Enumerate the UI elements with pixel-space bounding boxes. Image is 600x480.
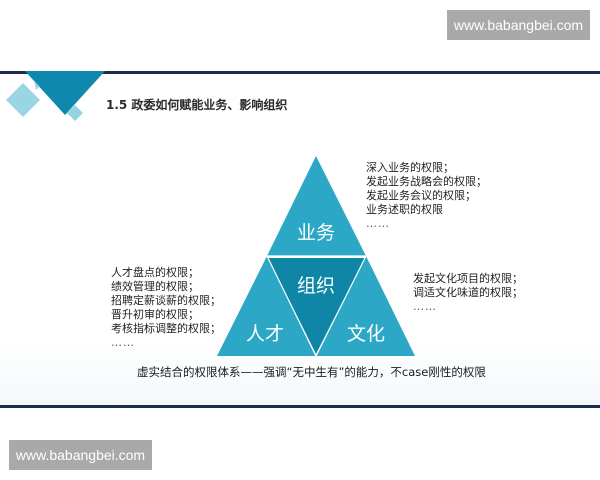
list-item: 绩效管理的权限； (111, 280, 199, 293)
list-item: 发起文化项目的权限； (413, 272, 523, 285)
list-item: 发起业务会议的权限； (366, 189, 476, 202)
pyramid-left-segment (217, 256, 316, 356)
business-rights-list: 深入业务的权限； 发起业务战略会的权限； 发起业务会议的权限； 业务述职的权限 … (366, 161, 487, 231)
pyramid-label-business: 业务 (297, 222, 336, 244)
list-item: 发起业务战略会的权限； (366, 175, 487, 188)
watermark-bottom: www.babangbei.com (9, 440, 152, 470)
list-item: 考核指标调整的权限； (111, 322, 221, 335)
list-item: 调适文化味道的权限； (413, 286, 523, 299)
list-ellipsis: …… (366, 217, 390, 230)
culture-rights-list: 发起文化项目的权限； 调适文化味道的权限； …… (413, 272, 523, 314)
list-item: 业务述职的权限 (366, 203, 443, 216)
pyramid-label-talent: 人才 (246, 323, 285, 345)
list-item: 招聘定薪谈薪的权限； (111, 294, 221, 307)
pyramid-top-segment (267, 156, 366, 256)
top-rule (0, 71, 600, 74)
bottom-rule (0, 405, 600, 408)
page-title: 1.5 政委如何赋能业务、影响组织 (106, 98, 288, 112)
watermark-top: www.babangbei.com (447, 10, 590, 40)
pyramid-center-segment (268, 258, 365, 354)
list-item: 晋升初审的权限； (111, 308, 199, 321)
decorative-diamonds-icon (6, 71, 105, 121)
list-ellipsis: …… (413, 300, 437, 313)
list-item: 深入业务的权限； (366, 161, 454, 174)
talent-rights-list: 人才盘点的权限； 绩效管理的权限； 招聘定薪谈薪的权限； 晋升初审的权限； 考核… (111, 266, 221, 350)
list-item: 人才盘点的权限； (111, 266, 199, 279)
pyramid-label-organization: 组织 (297, 275, 336, 297)
list-ellipsis: …… (111, 336, 135, 349)
pyramid-right-segment (316, 256, 415, 356)
pyramid-label-culture: 文化 (347, 323, 386, 345)
diagram-caption: 虚实结合的权限体系——强调“无中生有”的能力，不case刚性的权限 (137, 365, 486, 379)
